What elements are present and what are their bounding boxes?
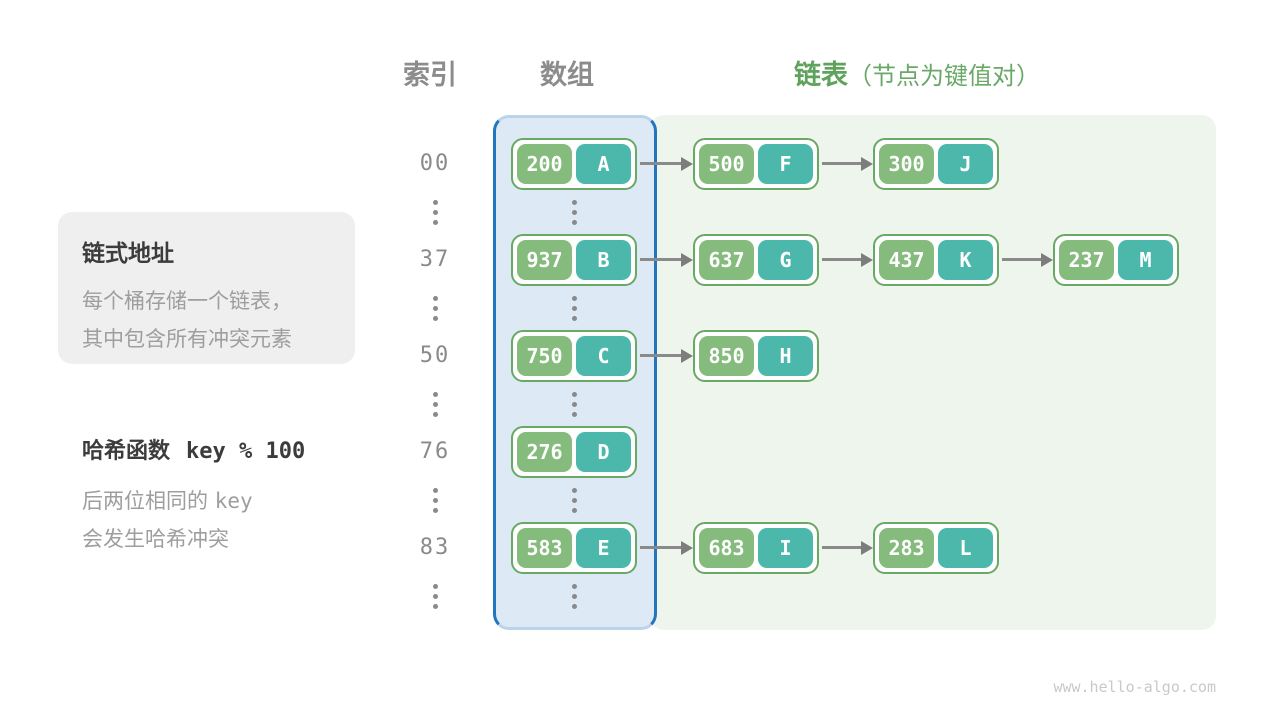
linked-list-column-header: 链表（节点为键值对） bbox=[794, 53, 1040, 92]
ellipsis-dots bbox=[432, 488, 438, 513]
info-box-title: 链式地址 bbox=[82, 241, 174, 267]
array-column-header: 数组 bbox=[540, 60, 594, 91]
node-200-A: 200 A bbox=[511, 138, 637, 190]
arrow-icon bbox=[1002, 258, 1042, 261]
node-value: L bbox=[938, 528, 993, 568]
hash-note-line-2: 会发生哈希冲突 bbox=[82, 527, 229, 551]
node-value: K bbox=[938, 240, 993, 280]
node-637-G: 637 G bbox=[693, 234, 819, 286]
node-key: 583 bbox=[517, 528, 572, 568]
ellipsis-dots bbox=[571, 200, 577, 225]
node-937-B: 937 B bbox=[511, 234, 637, 286]
node-key: 683 bbox=[699, 528, 754, 568]
node-key: 283 bbox=[879, 528, 934, 568]
arrow-icon bbox=[822, 162, 862, 165]
node-583-E: 583 E bbox=[511, 522, 637, 574]
arrow-icon bbox=[822, 258, 862, 261]
ellipsis-dots bbox=[432, 584, 438, 609]
bucket-index-83: 83 bbox=[419, 535, 451, 560]
info-box-line-1: 每个桶存储一个链表， bbox=[82, 289, 292, 313]
node-key: 850 bbox=[699, 336, 754, 376]
node-key: 637 bbox=[699, 240, 754, 280]
node-683-I: 683 I bbox=[693, 522, 819, 574]
hash-function-title: 哈希函数 key % 100 bbox=[82, 433, 305, 465]
node-276-D: 276 D bbox=[511, 426, 637, 478]
node-key: 300 bbox=[879, 144, 934, 184]
node-237-M: 237 M bbox=[1053, 234, 1179, 286]
bucket-index-00: 00 bbox=[419, 151, 451, 176]
node-key: 500 bbox=[699, 144, 754, 184]
ellipsis-dots bbox=[432, 296, 438, 321]
node-key: 437 bbox=[879, 240, 934, 280]
node-value: D bbox=[576, 432, 631, 472]
node-key: 937 bbox=[517, 240, 572, 280]
hash-note-line-1: 后两位相同的 key bbox=[82, 482, 305, 520]
arrow-icon bbox=[822, 546, 862, 549]
bucket-index-37: 37 bbox=[419, 247, 451, 272]
bucket-index-76: 76 bbox=[419, 439, 451, 464]
bucket-index-50: 50 bbox=[419, 343, 451, 368]
node-value: G bbox=[758, 240, 813, 280]
ellipsis-dots bbox=[571, 296, 577, 321]
node-value: C bbox=[576, 336, 631, 376]
arrow-icon bbox=[640, 162, 682, 165]
node-value: J bbox=[938, 144, 993, 184]
node-500-F: 500 F bbox=[693, 138, 819, 190]
chaining-info-box: 链式地址 每个桶存储一个链表， 其中包含所有冲突元素 bbox=[58, 212, 355, 364]
arrow-icon bbox=[640, 258, 682, 261]
hash-function-label: 哈希函数 bbox=[82, 439, 171, 464]
linked-list-label: 链表 bbox=[794, 60, 848, 91]
node-key: 237 bbox=[1059, 240, 1114, 280]
node-key: 750 bbox=[517, 336, 572, 376]
node-key: 200 bbox=[517, 144, 572, 184]
node-key: 276 bbox=[517, 432, 572, 472]
node-value: A bbox=[576, 144, 631, 184]
node-value: I bbox=[758, 528, 813, 568]
ellipsis-dots bbox=[571, 392, 577, 417]
node-437-K: 437 K bbox=[873, 234, 999, 286]
node-value: H bbox=[758, 336, 813, 376]
arrow-icon bbox=[640, 354, 682, 357]
watermark: www.hello-algo.com bbox=[1053, 678, 1216, 696]
index-column-header: 索引 bbox=[403, 60, 457, 91]
linked-list-note: （节点为键值对） bbox=[848, 62, 1040, 90]
hash-note-line-1-text: 后两位相同的 bbox=[82, 489, 208, 513]
arrow-icon bbox=[640, 546, 682, 549]
hash-note-line-1-key: key bbox=[214, 489, 253, 513]
ellipsis-dots bbox=[432, 200, 438, 225]
node-value: M bbox=[1118, 240, 1173, 280]
node-750-C: 750 C bbox=[511, 330, 637, 382]
node-850-H: 850 H bbox=[693, 330, 819, 382]
node-value: F bbox=[758, 144, 813, 184]
node-300-J: 300 J bbox=[873, 138, 999, 190]
ellipsis-dots bbox=[571, 488, 577, 513]
ellipsis-dots bbox=[571, 584, 577, 609]
ellipsis-dots bbox=[432, 392, 438, 417]
node-283-L: 283 L bbox=[873, 522, 999, 574]
node-value: E bbox=[576, 528, 631, 568]
info-box-line-2: 其中包含所有冲突元素 bbox=[82, 327, 292, 351]
hash-function-note: 哈希函数 key % 100 后两位相同的 key 会发生哈希冲突 bbox=[82, 433, 305, 558]
hash-function-formula: key % 100 bbox=[186, 439, 306, 464]
node-value: B bbox=[576, 240, 631, 280]
